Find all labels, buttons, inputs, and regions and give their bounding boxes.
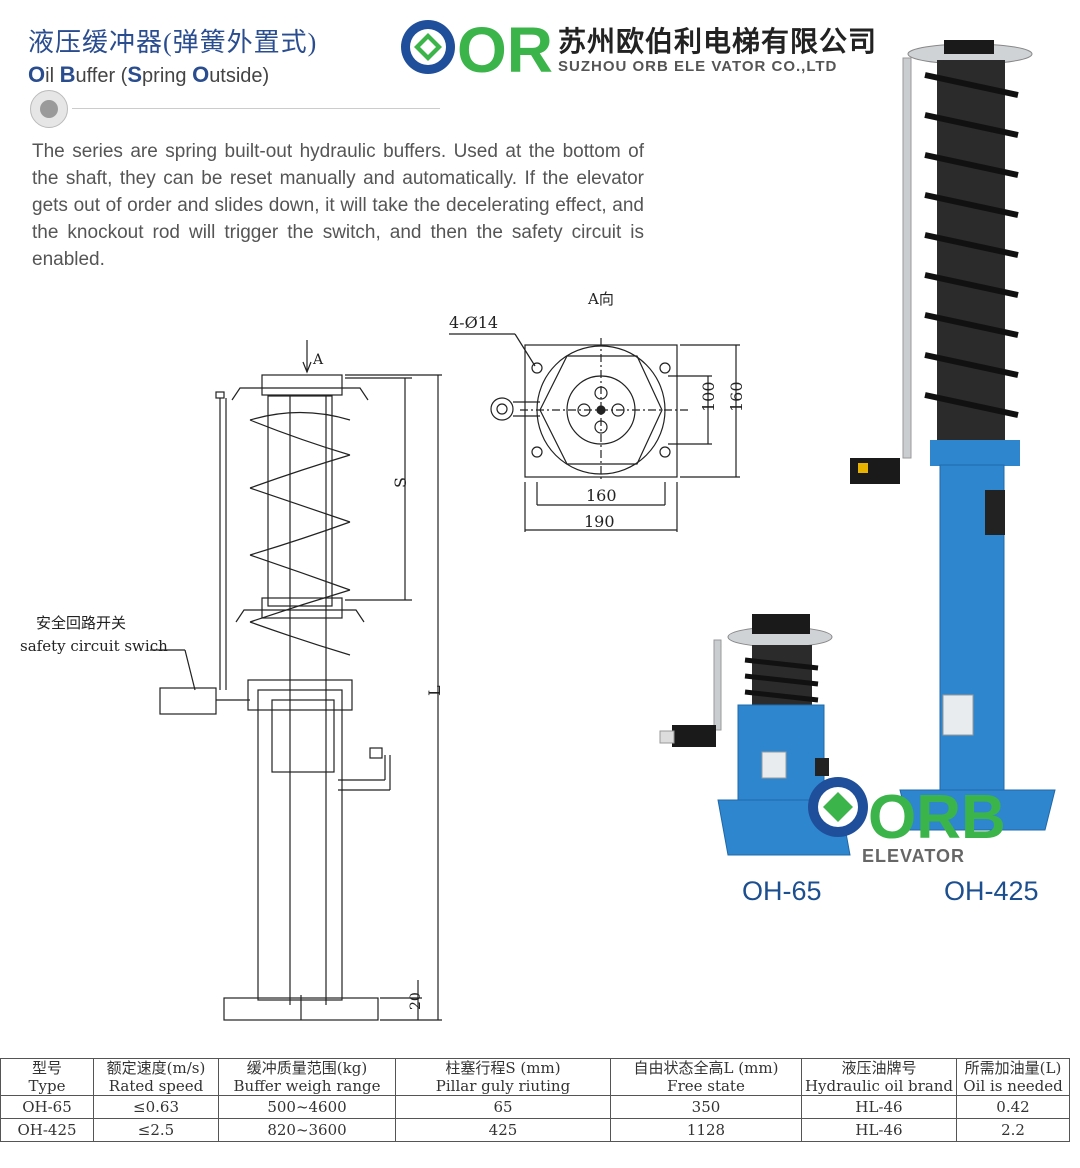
table-cell: OH-65 bbox=[0, 1095, 94, 1119]
title-en-part: il bbox=[45, 65, 60, 87]
dim-160-vertical-label: 160 bbox=[727, 381, 746, 412]
table-cell: 0.42 bbox=[956, 1095, 1070, 1119]
model-label-oh425: OH-425 bbox=[944, 876, 1039, 906]
table-cell: 65 bbox=[395, 1095, 611, 1119]
bullet-circle-icon bbox=[30, 90, 68, 128]
column-header: 所需加油量(L)Oil is needed bbox=[956, 1058, 1070, 1096]
stroke-s-label: S bbox=[391, 477, 410, 488]
hole-label: 4-Ø14 bbox=[449, 313, 498, 332]
column-header: 额定速度(m/s)Rated speed bbox=[93, 1058, 219, 1096]
watermark-sub-text: ELEVATOR bbox=[862, 846, 965, 866]
title-en-part: S bbox=[127, 62, 143, 87]
column-header: 柱塞行程S (mm)Pillar guly riuting bbox=[395, 1058, 611, 1096]
dim-100-label: 100 bbox=[699, 381, 718, 412]
table-cell: 2.2 bbox=[956, 1118, 1070, 1142]
table-cell: ≤2.5 bbox=[93, 1118, 219, 1142]
page-title-cn: 液压缓冲器(弹簧外置式) bbox=[28, 28, 318, 57]
base-20-label: 20 bbox=[408, 992, 424, 1010]
arrow-a-label: A bbox=[312, 352, 324, 368]
product-photo: ORB ELEVATOR bbox=[659, 40, 1056, 866]
table-cell: 425 bbox=[395, 1118, 611, 1142]
technical-drawing: A向 4-Ø14 A 100 160 160 190 S L 20 安全回路开关… bbox=[20, 290, 746, 1021]
divider bbox=[72, 108, 440, 109]
plan-view-a bbox=[449, 333, 740, 532]
table-row: OH-425 ≤2.5 820~3600 425 1128 HL-46 2.2 bbox=[0, 1118, 1070, 1142]
company-name-cn: 苏州欧伯利电梯有限公司 bbox=[558, 25, 878, 58]
table-cell: 500~4600 bbox=[218, 1095, 396, 1119]
dim-160-horizontal-label: 160 bbox=[586, 486, 617, 505]
table-cell: ≤0.63 bbox=[93, 1095, 219, 1119]
title-en-part: utside) bbox=[209, 65, 270, 87]
table-cell: HL-46 bbox=[801, 1095, 957, 1119]
table-cell: 350 bbox=[610, 1095, 802, 1119]
table-cell: 1128 bbox=[610, 1118, 802, 1142]
product-description: The series are spring built-out hydrauli… bbox=[32, 141, 644, 270]
table-cell: OH-425 bbox=[0, 1118, 94, 1142]
view-a-label: A向 bbox=[587, 290, 614, 308]
oh-425-buffer bbox=[850, 40, 1056, 831]
table-row: OH-65 ≤0.63 500~4600 65 350 HL-46 0.42 bbox=[0, 1095, 1070, 1119]
orb-logo: ORB bbox=[401, 14, 555, 80]
column-header: 自由状态全高L (mm)Free state bbox=[610, 1058, 802, 1096]
dim-190-label: 190 bbox=[584, 512, 615, 531]
oh-65-buffer bbox=[659, 614, 851, 856]
table-cell: 820~3600 bbox=[218, 1118, 396, 1142]
logo-text: ORB bbox=[457, 14, 555, 80]
title-en-part: uffer ( bbox=[75, 65, 128, 87]
side-elevation bbox=[150, 340, 442, 1021]
title-en-part: O bbox=[28, 62, 46, 87]
title-en-part: pring bbox=[142, 65, 193, 87]
company-name-en: SUZHOU ORB ELE VATOR CO.,LTD bbox=[558, 58, 838, 75]
column-header: 缓冲质量范围(kg)Buffer weigh range bbox=[218, 1058, 396, 1096]
page-title-en: Oil Buffer (Spring Outside) bbox=[28, 62, 269, 88]
watermark-logo-text: ORB bbox=[868, 783, 1006, 852]
model-label-oh65: OH-65 bbox=[742, 876, 822, 906]
title-en-part: O bbox=[192, 62, 210, 87]
orb-elevator-watermark: ORB ELEVATOR bbox=[808, 777, 1006, 866]
length-l-label: L bbox=[425, 685, 444, 696]
table-cell: HL-46 bbox=[801, 1118, 957, 1142]
switch-label-en: safety circuit swich bbox=[20, 637, 168, 655]
switch-label-cn: 安全回路开关 bbox=[36, 614, 126, 632]
title-en-part: B bbox=[59, 62, 76, 87]
